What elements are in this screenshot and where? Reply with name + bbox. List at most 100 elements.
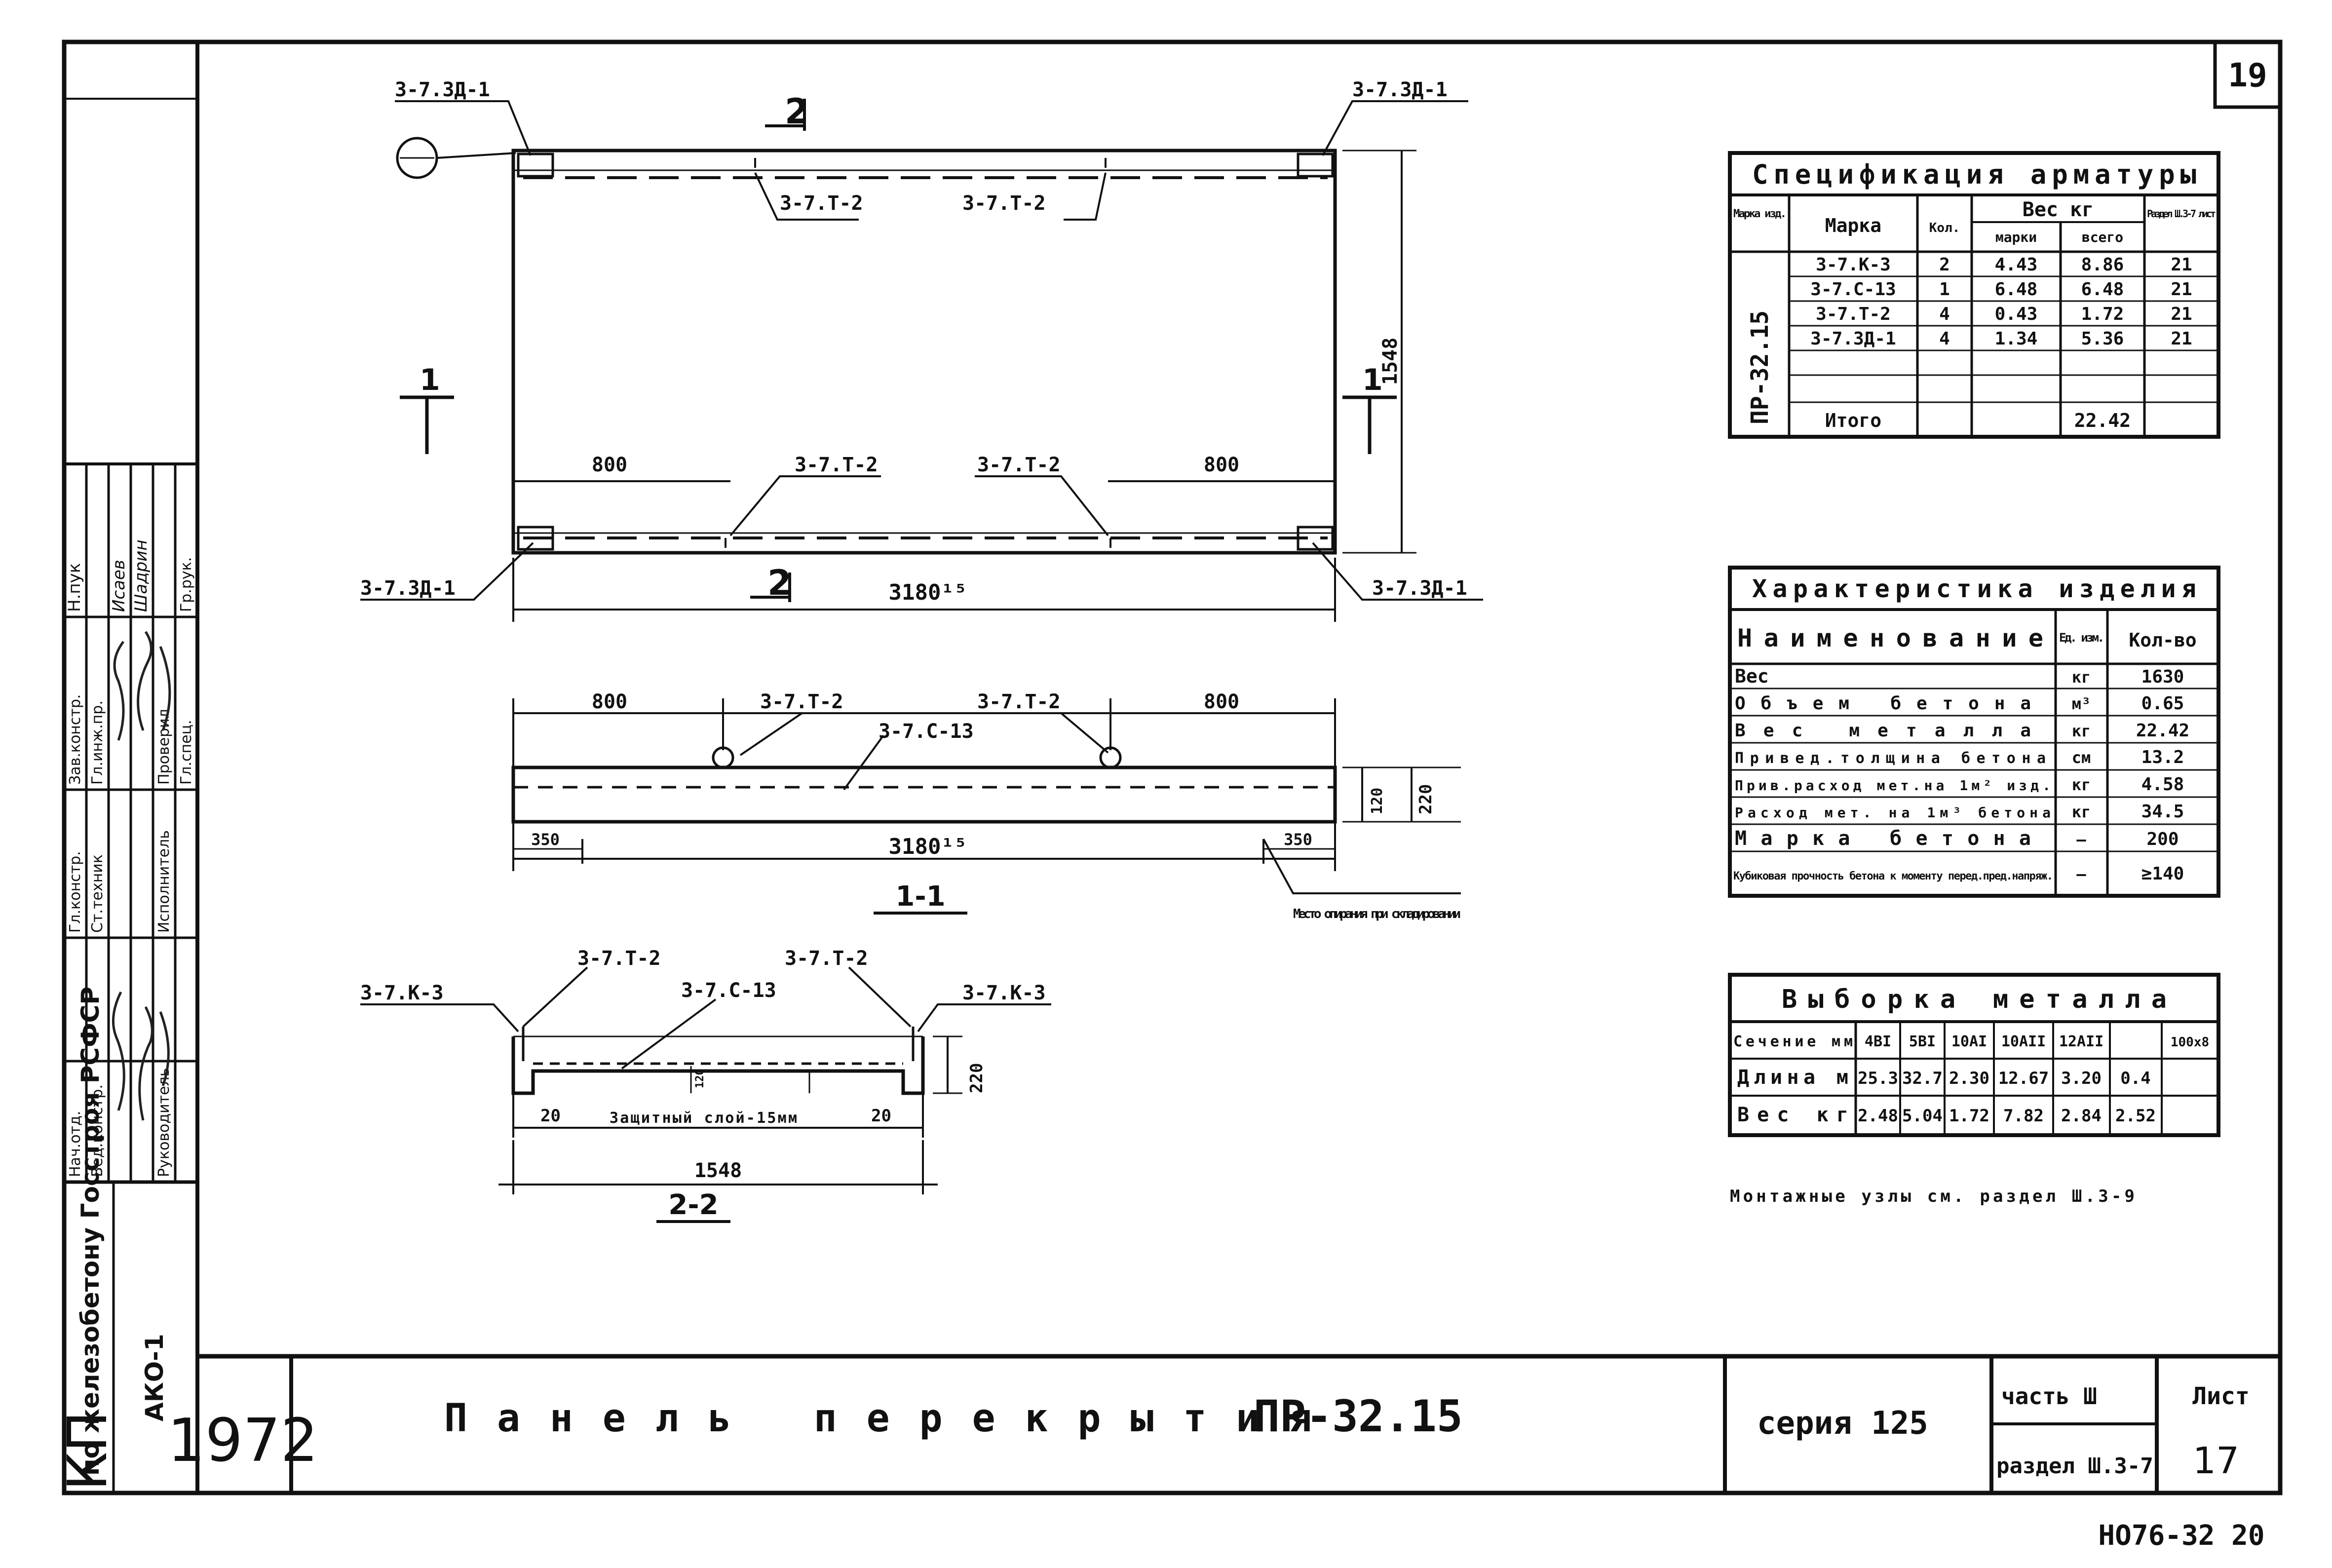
spec-cell: 3-7.С-13 [1810, 279, 1896, 300]
section-mark: 2 [767, 563, 792, 603]
spec-cell: 4.43 [1995, 255, 2038, 275]
sheet-frame [62, 39, 2283, 1495]
char-cell: 0.65 [2141, 693, 2184, 714]
spec-table-text: Спецификация арматуры Марка изд. Марка К… [1733, 159, 2216, 431]
plan-view [360, 99, 1483, 622]
plan-label: 3-7.3Д-1 [1352, 78, 1448, 101]
s22-label: 3-7.К-3 [360, 982, 444, 1004]
part: часть Ш [2001, 1383, 2097, 1410]
metal-table [1728, 973, 2220, 1137]
plan-dim: 1548 [1379, 338, 1402, 385]
char-cell: см [2072, 748, 2091, 767]
char-header: Ед. изм. [2059, 631, 2104, 645]
s22-dim: 20 [871, 1106, 891, 1126]
spec-cell: 21 [2171, 279, 2192, 300]
signer-name: Шадрин [131, 539, 151, 612]
s22-label: 3-7.Т-2 [785, 947, 868, 970]
s22-label: 3-7.К-3 [962, 982, 1046, 1004]
s11-dim: 800 [1204, 690, 1239, 713]
metal-cell: 25.3 [1858, 1069, 1898, 1088]
spec-cell: 6.48 [1995, 279, 2038, 300]
char-cell: — [2076, 830, 2086, 849]
role-label: Гр.рук. [178, 557, 195, 612]
section-ref: раздел Ш.3-7 [1996, 1453, 2153, 1479]
role-label: Н.пук [65, 563, 84, 612]
s22-label: 3-7.Т-2 [577, 947, 661, 970]
signer-name: Исаев [109, 560, 129, 612]
spec-header: Марка [1825, 215, 1881, 236]
role-label: Исполнитель [155, 830, 173, 933]
role-label: Гл.констр. [67, 851, 84, 933]
char-cell: 34.5 [2141, 802, 2184, 822]
spec-cell: 1.34 [1995, 329, 2038, 349]
metal-cell: 0.4 [2120, 1069, 2150, 1088]
metal-row-label: Длина м [1737, 1066, 1848, 1089]
s11-note: Место опирания при складировании [1293, 907, 1461, 921]
char-cell: кг [2072, 775, 2091, 794]
plan-label: 3-7.3Д-1 [360, 577, 456, 600]
spec-total-label: Итого [1825, 410, 1881, 431]
metal-header: 5ВI [1909, 1033, 1936, 1050]
section-mark: 2 [785, 91, 809, 132]
s22-dim: 20 [540, 1106, 561, 1126]
year: 1972 [167, 1407, 318, 1475]
s11-title: 1-1 [895, 880, 945, 913]
s11-dim: 220 [1416, 784, 1436, 814]
metal-header: 12АII [2059, 1033, 2103, 1050]
spec-cell: 21 [2171, 255, 2192, 275]
plan-dim: 800 [1204, 454, 1239, 476]
metal-header: 10АII [2001, 1033, 2046, 1050]
spec-header: Кол. [1929, 221, 1960, 235]
sidebar-roles: Н.пук Зав.констр. Гл.констр. Нач.отд. Гл… [65, 539, 195, 1177]
s11-dim: 120 [1369, 788, 1386, 814]
char-cell: Прив.расход мет.на 1м² изд. [1735, 777, 2051, 794]
spec-cell: 3-7.3Д-1 [1810, 329, 1896, 349]
org-logo: КП [56, 1411, 119, 1491]
plan-dim: 800 [592, 454, 627, 476]
s22-dim: 120 [694, 1069, 706, 1088]
mounting-note: Монтажные узлы см. раздел Ш.3-9 [1730, 1186, 2135, 1206]
spec-header: марки [1995, 229, 2037, 245]
char-cell: м³ [2072, 694, 2091, 713]
spec-total: 22.42 [2074, 410, 2131, 431]
s11-dim: 350 [1284, 830, 1312, 849]
metal-cell: 1.72 [1949, 1106, 1989, 1126]
char-cell: 13.2 [2141, 747, 2184, 767]
spec-cell: 1 [1939, 279, 1950, 300]
spec-cell: 8.86 [2081, 255, 2124, 275]
plan-label: 3-7.Т-2 [780, 192, 863, 215]
section-mark: 1 [420, 363, 440, 397]
spec-product: ПР-32.15 [1746, 310, 1774, 424]
spec-cell: 1.72 [2081, 304, 2124, 324]
org-name: по железобетону Госстроя РСФСР [76, 987, 105, 1476]
char-cell: 200 [2146, 829, 2179, 849]
sheet-number: 17 [2193, 1440, 2239, 1482]
char-cell: ≥140 [2141, 864, 2184, 884]
plan-label: 3-7.Т-2 [977, 454, 1061, 476]
s11-label: 3-7.С-13 [879, 720, 974, 743]
section-1-1-labels: 3-7.Т-2 3-7.Т-2 3-7.С-13 800 800 3180¹⁵ … [531, 690, 1461, 921]
char-cell: кг [2072, 803, 2091, 821]
section-2-2 [360, 966, 1051, 1223]
char-cell: 1630 [2141, 667, 2184, 687]
metal-header: 4ВI [1865, 1033, 1891, 1050]
spec-cell: 3-7.Т-2 [1816, 304, 1891, 324]
metal-cell: 7.82 [2003, 1106, 2044, 1126]
char-cell: кг [2072, 668, 2091, 687]
s22-dim: 220 [967, 1063, 987, 1093]
section-2-2-labels: 3-7.Т-2 3-7.Т-2 3-7.С-13 3-7.К-3 3-7.К-3… [360, 947, 1046, 1221]
section-1-1 [511, 698, 1461, 915]
plan-label: 3-7.3Д-1 [1372, 577, 1467, 600]
metal-cell: 12.67 [1998, 1069, 2049, 1088]
spec-cell: 5.36 [2081, 329, 2124, 349]
char-cell: Вес [1735, 665, 1769, 687]
spec-header: Раздел Ш.3-7 лист [2147, 208, 2216, 220]
sheet-label: Лист [2192, 1382, 2250, 1410]
series: серия 125 [1757, 1405, 1928, 1442]
char-cell: — [2076, 865, 2086, 883]
s22-label: 3-7.С-13 [681, 979, 776, 1002]
plan-dim: 3180¹⁵ [889, 580, 967, 605]
spec-cell: 3-7.К-3 [1816, 255, 1891, 275]
s11-dim: 3180¹⁵ [889, 834, 967, 859]
